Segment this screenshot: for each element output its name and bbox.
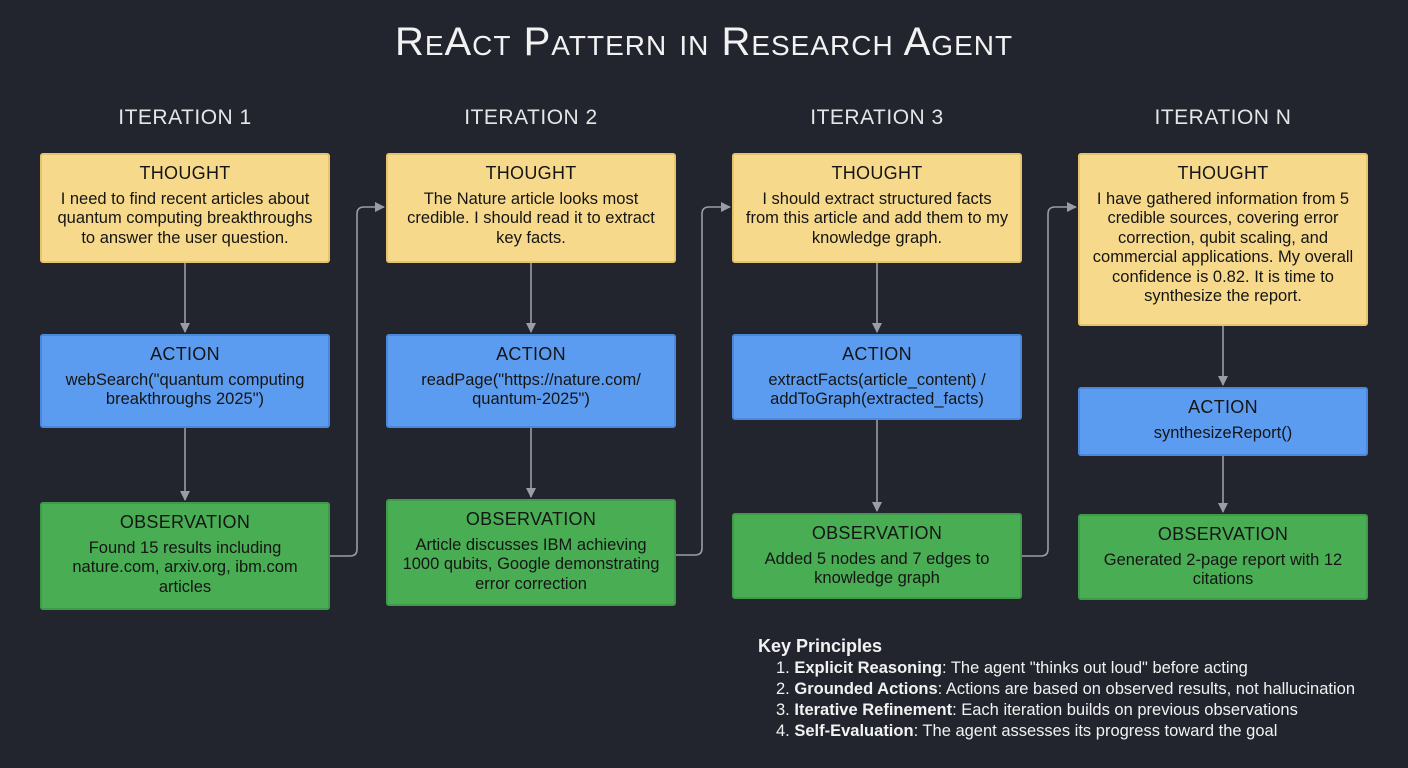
thought-heading: THOUGHT: [831, 163, 923, 183]
observation-heading: OBSERVATION: [1157, 524, 1289, 544]
principle-number: 3.: [776, 701, 790, 719]
arrow-observation2-to-thought3: [676, 202, 731, 556]
observation-box-2: OBSERVATION Article discusses IBM achiev…: [386, 499, 676, 606]
principle-item: 3. Iterative Refinement: Each iteration …: [758, 700, 1398, 721]
principle-description: : The agent "thinks out loud" before act…: [941, 659, 1248, 677]
key-principles-heading: Key Principles: [758, 636, 883, 656]
thought-box-1: THOUGHT I need to find recent articles a…: [40, 153, 330, 263]
principle-term: Self-Evaluation: [794, 722, 914, 740]
thought-box-n: THOUGHT I have gathered information from…: [1078, 153, 1368, 326]
observation-heading: OBSERVATION: [119, 512, 251, 532]
observation-heading: OBSERVATION: [465, 509, 597, 529]
action-heading: ACTION: [496, 344, 566, 364]
principle-term: Iterative Refinement: [794, 701, 953, 719]
observation-text: Added 5 nodes and 7 edges to knowledge g…: [764, 549, 990, 588]
thought-heading: THOUGHT: [139, 163, 231, 183]
action-box-3: ACTION extractFacts(article_content) / a…: [732, 334, 1022, 420]
thought-heading: THOUGHT: [1177, 163, 1269, 183]
principle-description: : Actions are based on observed results,…: [937, 680, 1356, 698]
observation-text: Article discusses IBM achieving 1000 qub…: [402, 535, 660, 593]
observation-box-1: OBSERVATION Found 15 results including n…: [40, 502, 330, 610]
principle-description: : Each iteration builds on previous obse…: [952, 701, 1298, 719]
thought-text: I should extract structured facts from t…: [745, 189, 1009, 247]
observation-text: Generated 2-page report with 12 citation…: [1103, 550, 1343, 589]
iteration-2-label: ITERATION 2: [464, 106, 598, 129]
action-box-2: ACTION readPage("https://nature.com/ qua…: [386, 334, 676, 428]
key-principles: Key Principles 1. Explicit Reasoning: Th…: [758, 636, 1398, 742]
iteration-n-label: ITERATION N: [1154, 106, 1292, 129]
observation-text: Found 15 results including nature.com, a…: [72, 538, 298, 596]
action-box-1: ACTION webSearch("quantum computing brea…: [40, 334, 330, 428]
observation-box-3: OBSERVATION Added 5 nodes and 7 edges to…: [732, 513, 1022, 599]
principle-item: 2. Grounded Actions: Actions are based o…: [758, 679, 1398, 700]
action-text: readPage("https://nature.com/ quantum-20…: [421, 370, 641, 409]
arrow-observation3-to-thoughtn: [1022, 202, 1077, 557]
action-text: synthesizeReport(): [1153, 423, 1293, 442]
observation-heading: OBSERVATION: [811, 523, 943, 543]
thought-text: The Nature article looks most credible. …: [407, 189, 655, 247]
observation-box-n: OBSERVATION Generated 2-page report with…: [1078, 514, 1368, 600]
iteration-1-label: ITERATION 1: [118, 106, 252, 129]
thought-box-2: THOUGHT The Nature article looks most cr…: [386, 153, 676, 263]
action-heading: ACTION: [150, 344, 220, 364]
action-box-n: ACTION synthesizeReport(): [1078, 387, 1368, 456]
arrow-observation1-to-thought2: [330, 202, 385, 557]
principle-term: Grounded Actions: [794, 680, 938, 698]
diagram-title: ReAct Pattern in Research Agent: [394, 20, 1014, 64]
action-heading: ACTION: [842, 344, 912, 364]
principle-item: 4. Self-Evaluation: The agent assesses i…: [758, 721, 1398, 742]
iteration-3-label: ITERATION 3: [810, 106, 944, 129]
action-text: webSearch("quantum computing breakthroug…: [65, 370, 305, 409]
action-text: extractFacts(article_content) / addToGra…: [768, 370, 986, 409]
thought-text: I need to find recent articles about qua…: [57, 189, 313, 247]
thought-text: I have gathered information from 5 credi…: [1092, 189, 1354, 306]
principle-number: 4.: [776, 722, 790, 740]
action-heading: ACTION: [1188, 397, 1258, 417]
principle-item: 1. Explicit Reasoning: The agent "thinks…: [758, 658, 1398, 679]
principle-number: 1.: [776, 659, 790, 677]
thought-box-3: THOUGHT I should extract structured fact…: [732, 153, 1022, 263]
thought-heading: THOUGHT: [485, 163, 577, 183]
principle-term: Explicit Reasoning: [794, 659, 942, 677]
principle-number: 2.: [776, 680, 790, 698]
principle-description: : The agent assesses its progress toward…: [913, 722, 1278, 740]
